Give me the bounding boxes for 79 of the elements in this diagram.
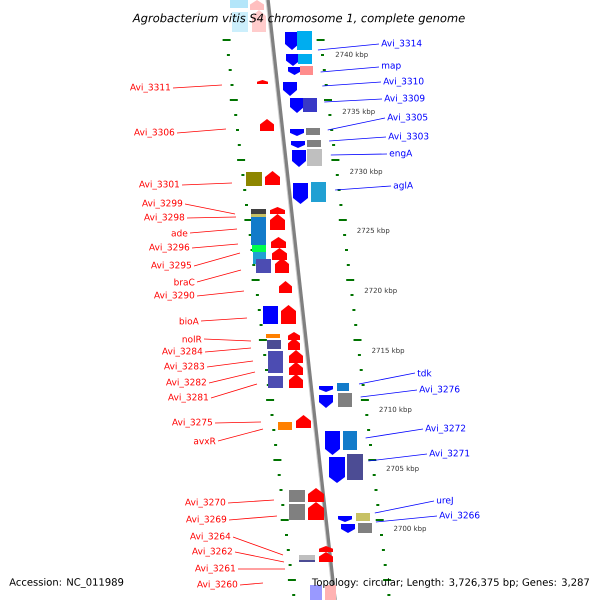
leader-line bbox=[365, 428, 424, 438]
leader-line bbox=[204, 338, 252, 342]
leader-line bbox=[182, 182, 232, 186]
leader-line bbox=[374, 500, 434, 514]
gene-label: Avi_3282 bbox=[164, 378, 208, 388]
gene-label: Avi_3260 bbox=[196, 580, 239, 590]
gene-label: Avi_3270 bbox=[184, 498, 227, 508]
gene-label: braC bbox=[172, 278, 196, 286]
gene-label: Avi_3261 bbox=[194, 564, 237, 574]
leader-line bbox=[330, 154, 388, 156]
gene-label: engA bbox=[388, 148, 414, 160]
gene-label: ureJ bbox=[435, 496, 455, 506]
gene-label: Avi_3281 bbox=[166, 392, 210, 404]
gene-label: Avi_3283 bbox=[162, 362, 206, 372]
leader-line bbox=[318, 44, 380, 50]
gene-label: Avi_3303 bbox=[387, 132, 430, 142]
leader-line bbox=[196, 290, 244, 296]
gene-label: nolR bbox=[180, 334, 203, 344]
accession-text: Accession: NC_011989 bbox=[9, 578, 124, 588]
gene-label: map bbox=[380, 62, 402, 72]
leader-line bbox=[327, 118, 386, 130]
gene-label: aglA bbox=[392, 180, 414, 192]
leader-line bbox=[358, 372, 416, 384]
gene-label: Avi_3276 bbox=[418, 384, 462, 396]
leader-line bbox=[214, 422, 262, 424]
leader-line bbox=[320, 66, 380, 72]
leader-line bbox=[176, 128, 226, 134]
gene-label: Avi_3272 bbox=[424, 424, 468, 434]
leader-line bbox=[186, 216, 236, 218]
genome-info-text: Topology: circular; Length: 3,726,375 bp; Genes: 3,287 bbox=[312, 578, 589, 588]
leader-line bbox=[200, 318, 248, 322]
gene-label: Avi_3290 bbox=[152, 290, 196, 302]
leader-line bbox=[190, 228, 238, 234]
leader-line bbox=[208, 372, 256, 384]
gene-label: bioA bbox=[178, 316, 200, 326]
leader-line bbox=[376, 516, 438, 522]
leader-line bbox=[324, 98, 382, 102]
title: Agrobacterium vitis S4 chromosome 1, complete genome bbox=[132, 13, 465, 25]
gene-label: Avi_3311 bbox=[128, 82, 172, 94]
gene-label: avxR bbox=[192, 436, 217, 446]
gene-label: Avi_3314 bbox=[380, 38, 424, 50]
gene-label: Avi_3301 bbox=[138, 180, 181, 190]
leader-line bbox=[184, 204, 236, 214]
gene-label: Avi_3306 bbox=[132, 128, 176, 138]
leader-line bbox=[218, 428, 264, 442]
gene-label: Avi_3275 bbox=[170, 418, 214, 428]
gene-label: Avi_3269 bbox=[184, 514, 228, 526]
leader-line bbox=[228, 516, 278, 520]
leader-line bbox=[240, 582, 264, 586]
gene-label: Avi_3264 bbox=[188, 532, 232, 542]
leader-line bbox=[232, 536, 284, 556]
gene-label: Avi_3305 bbox=[386, 112, 430, 124]
leader-line bbox=[172, 84, 222, 88]
leader-line bbox=[234, 552, 284, 562]
leader-line bbox=[204, 348, 252, 352]
leader-line bbox=[328, 136, 386, 142]
leader-line bbox=[322, 82, 382, 86]
leader-line bbox=[194, 252, 240, 266]
gene-label: Avi_3310 bbox=[382, 76, 426, 88]
gene-label: Avi_3299 bbox=[140, 198, 184, 210]
gene-label: Avi_3284 bbox=[160, 346, 204, 358]
leader-line bbox=[192, 244, 238, 248]
leader-line bbox=[196, 270, 242, 282]
leader-line bbox=[228, 500, 274, 504]
gene-label: ade bbox=[170, 228, 189, 238]
gene-label: Avi_3266 bbox=[438, 510, 482, 522]
leader-line bbox=[368, 454, 428, 462]
gene-label: Avi_3262 bbox=[190, 546, 234, 558]
gene-label: Avi_3271 bbox=[428, 448, 472, 460]
gene-label: Avi_3296 bbox=[148, 242, 191, 254]
leader-line bbox=[210, 384, 258, 398]
leader-line bbox=[238, 568, 286, 570]
gene-label: Avi_3309 bbox=[383, 94, 426, 104]
leader-line bbox=[206, 360, 254, 368]
gene-label: tdk bbox=[416, 368, 433, 378]
leader-line bbox=[334, 186, 392, 190]
leader-line bbox=[360, 390, 418, 398]
gene-label: Avi_3298 bbox=[142, 212, 186, 224]
gene-label: Avi_3295 bbox=[150, 260, 193, 272]
